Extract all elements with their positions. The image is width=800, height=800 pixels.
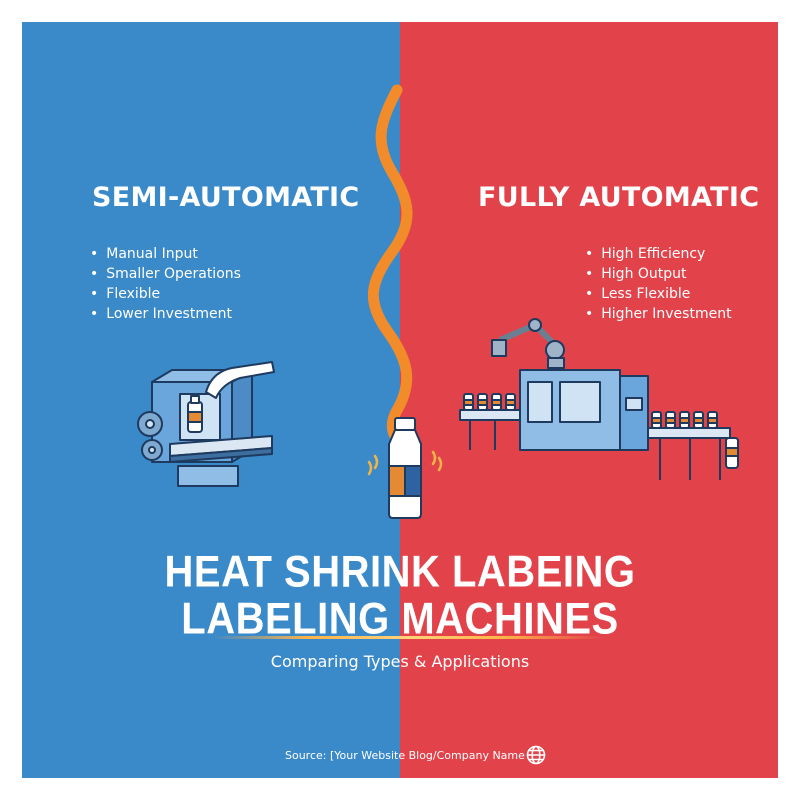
feature-item: Higher Investment bbox=[585, 304, 731, 324]
globe-icon[interactable] bbox=[525, 744, 547, 766]
title-underline bbox=[212, 636, 602, 639]
fully-automatic-heading: FULLY AUTOMATIC bbox=[478, 182, 760, 213]
fully-automatic-feature-list: High Efficiency High Output Less Flexibl… bbox=[585, 244, 732, 324]
page-title-line-2: LABELING MACHINES bbox=[181, 594, 619, 644]
feature-item: High Efficiency bbox=[585, 244, 732, 264]
feature-item: Lower Investment bbox=[90, 304, 241, 324]
heat-wave-icon bbox=[368, 84, 413, 442]
feature-item: High Output bbox=[585, 264, 732, 284]
page-title-line-1: HEAT SHRINK LABEING bbox=[164, 547, 636, 597]
source-credit: Source: [Your Website Blog/Company Name bbox=[285, 749, 525, 762]
automated-production-line-icon bbox=[459, 318, 739, 480]
semi-automatic-feature-list: Manual Input Smaller Operations Flexible… bbox=[90, 244, 241, 324]
manual-labeling-machine-icon bbox=[137, 361, 275, 487]
subtitle: Comparing Types & Applications bbox=[270, 652, 530, 671]
infographic-canvas: SEMI-AUTOMATIC Manual Input Smaller Oper… bbox=[22, 22, 778, 778]
feature-item: Smaller Operations bbox=[90, 264, 241, 284]
semi-automatic-heading: SEMI-AUTOMATIC bbox=[92, 182, 360, 213]
heated-bottle-icon bbox=[367, 417, 443, 519]
feature-item: Less Flexible bbox=[585, 284, 732, 304]
feature-item: Manual Input bbox=[90, 244, 241, 264]
feature-item: Flexible bbox=[90, 284, 241, 304]
